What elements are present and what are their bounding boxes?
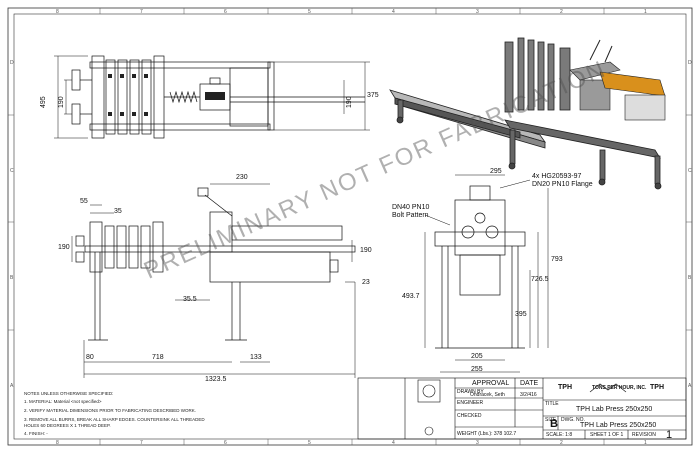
drawing-title: TPH Lab Press 250x250 xyxy=(576,406,653,413)
drawn-date: 3/2/416 xyxy=(520,392,537,398)
zone-col-4: 4 xyxy=(392,9,395,15)
company-name: TONS PER HOUR, INC. xyxy=(592,385,647,391)
zone-col-6: 6 xyxy=(224,9,227,15)
zone-col-5: 5 xyxy=(308,9,311,15)
dim-295: 295 xyxy=(490,168,502,175)
note-3-cont: HOLES 60 DEGREES X 1 THREAD DEEP. xyxy=(24,423,111,428)
dim-23: 23 xyxy=(362,279,370,286)
zone-row-b: B xyxy=(10,275,14,281)
checked-label: CHECKED xyxy=(457,413,482,419)
tph-logo-left: TPH xyxy=(558,384,572,391)
dim-55: 55 xyxy=(80,198,88,205)
dim-726-5: 726.5 xyxy=(531,276,549,283)
dim-793: 793 xyxy=(551,256,563,263)
size-value: B xyxy=(550,418,558,430)
zone-col-2: 2 xyxy=(560,9,563,15)
dim-133: 133 xyxy=(250,354,262,361)
dim-718: 718 xyxy=(152,354,164,361)
dim-230: 230 xyxy=(236,174,248,181)
zone-row-a-right: A xyxy=(688,383,692,389)
dim-375: 375 xyxy=(367,92,379,99)
note-2: 2. VERIFY MATERIAL DIMENSIONS PRIOR TO F… xyxy=(24,408,196,413)
dim-190-side-right: 190 xyxy=(360,247,372,254)
zone-row-c-right: C xyxy=(688,168,692,174)
sheet-number: SHEET 1 OF 1 xyxy=(590,432,624,438)
weight-label: WEIGHT (Lbs.): 378 102.7 xyxy=(457,431,517,437)
dim-80: 80 xyxy=(86,354,94,361)
dim-495: 495 xyxy=(40,96,47,108)
zone-row-d: D xyxy=(10,60,14,66)
zone-col-1-bottom: 1 xyxy=(644,440,647,446)
size-label: SIZE xyxy=(545,417,557,423)
dim-190-top-right: 190 xyxy=(346,96,353,108)
zone-col-2-bottom: 2 xyxy=(560,440,563,446)
dim-493-7: 493.7 xyxy=(402,293,420,300)
zone-col-4-bottom: 4 xyxy=(392,440,395,446)
dim-1323-5: 1323.5 xyxy=(205,376,227,383)
dwg-no-label: DWG. NO. xyxy=(561,417,585,423)
dim-205: 205 xyxy=(471,353,483,360)
notes-heading: NOTES UNLESS OTHERWISE SPECIFIED: xyxy=(24,391,114,396)
title-label: TITLE xyxy=(545,401,559,407)
note-4: 4. FINISH: - xyxy=(24,431,48,436)
zone-col-7-bottom: 7 xyxy=(140,440,143,446)
scale: SCALE: 1:8 xyxy=(546,432,573,438)
dwg-no: TPH Lab Press 250x250 xyxy=(580,422,657,429)
zone-col-3: 3 xyxy=(476,9,479,15)
engineer-label: ENGINEER xyxy=(457,400,484,406)
drawn-by-label: DRAWN BY xyxy=(457,389,484,395)
note-1: 1. MATERIAL: Material <not specified> xyxy=(24,399,102,404)
zone-col-8-bottom: 8 xyxy=(56,440,59,446)
date-header: DATE xyxy=(520,380,539,387)
zone-row-d-right: D xyxy=(688,60,692,66)
dim-190-side-left: 190 xyxy=(58,244,70,251)
zone-col-7: 7 xyxy=(140,9,143,15)
zone-col-1: 1 xyxy=(644,9,647,15)
dim-35: 35 xyxy=(114,208,122,215)
note-3: 3. REMOVE ALL BURRS, BREAK ALL SHARP EDG… xyxy=(24,417,205,422)
approval-header: APPROVAL xyxy=(472,380,510,387)
zone-col-6-bottom: 6 xyxy=(224,440,227,446)
zone-col-5-bottom: 5 xyxy=(308,440,311,446)
dim-190-top-left: 190 xyxy=(58,96,65,108)
zone-row-a: A xyxy=(10,383,14,389)
zone-row-c: C xyxy=(10,168,14,174)
dim-395: 395 xyxy=(515,311,527,318)
bolt-note-line2: Bolt Pattern xyxy=(392,212,429,219)
revision-label: REVISION xyxy=(632,432,656,438)
dim-255: 255 xyxy=(471,366,483,373)
flange-note-line2: DN20 PN10 Flange xyxy=(532,181,593,188)
dim-35-5: 35.5 xyxy=(183,296,197,303)
revision-value: 1 xyxy=(666,429,673,441)
zone-col-8: 8 xyxy=(56,9,59,15)
zone-col-3-bottom: 3 xyxy=(476,440,479,446)
bolt-note-line1: DN40 PN10 xyxy=(392,204,430,211)
drawn-by-name: Ondracek, Seth xyxy=(470,392,505,398)
tph-logo-right: TPH xyxy=(650,384,664,391)
zone-row-b-right: B xyxy=(688,275,692,281)
flange-note-line1: 4x HG20593-97 xyxy=(532,173,582,180)
